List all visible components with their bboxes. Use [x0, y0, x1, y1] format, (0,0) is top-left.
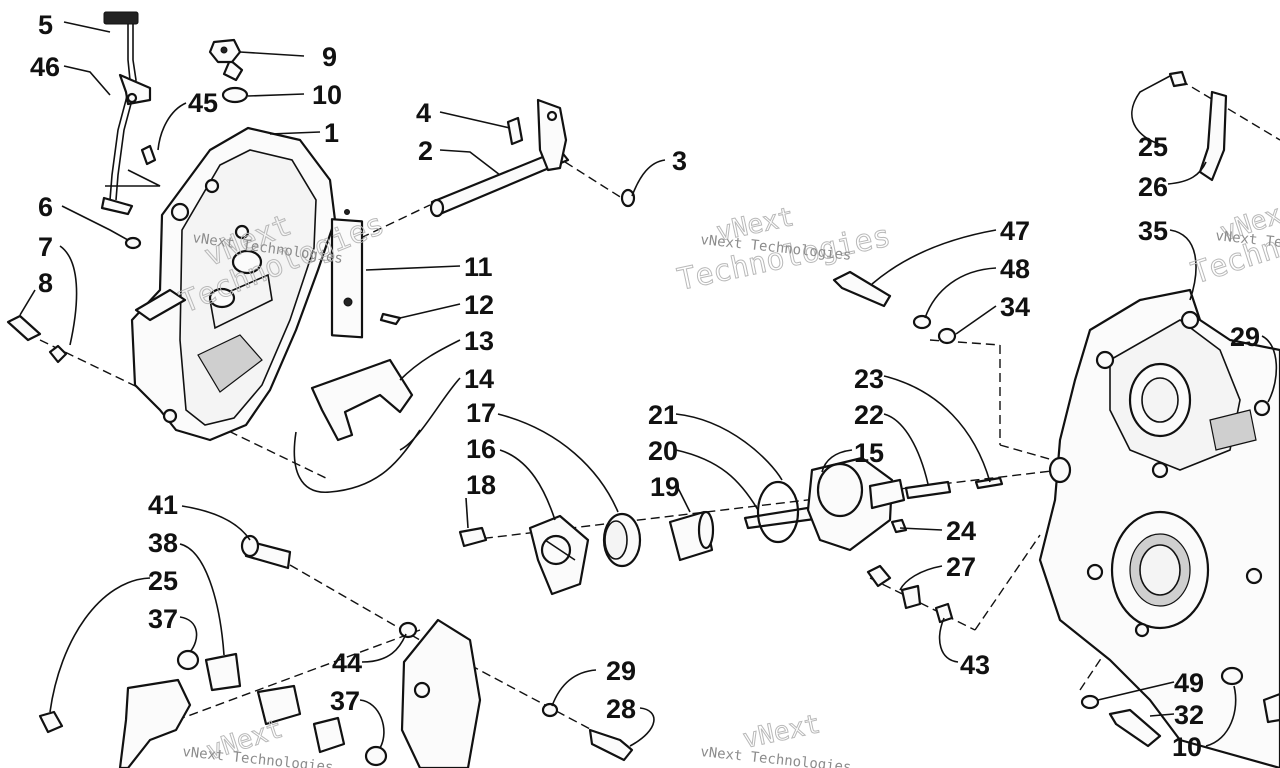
callout-25-left: 25 [148, 566, 178, 596]
callout-11: 11 [464, 252, 493, 282]
callout-25-right: 25 [1138, 132, 1168, 162]
inspection-plate [330, 209, 402, 339]
callout-34: 34 [1000, 292, 1030, 322]
callout-49: 49 [1174, 668, 1204, 698]
callout-9: 9 [322, 42, 337, 72]
callout-38: 38 [148, 528, 178, 558]
svg-text:vNext: vNext [740, 709, 823, 755]
callout-10-right: 10 [1172, 732, 1202, 762]
callout-7: 7 [38, 232, 53, 262]
callout-23: 23 [854, 364, 884, 394]
callout-24: 24 [946, 516, 976, 546]
callout-15: 15 [854, 438, 884, 468]
callout-28: 28 [606, 694, 636, 724]
callout-8: 8 [38, 268, 53, 298]
shift-shaft [429, 98, 636, 218]
callout-35: 35 [1138, 216, 1168, 246]
callout-12: 12 [464, 290, 494, 320]
callout-47: 47 [1000, 216, 1030, 246]
callout-29-right: 29 [1230, 322, 1260, 352]
callout-20: 20 [648, 436, 678, 466]
callout-labels: 5 46 9 10 45 1 4 2 3 6 7 8 11 12 13 14 1… [30, 10, 1260, 762]
dipstick-assembly [100, 11, 161, 250]
callout-46: 46 [30, 52, 60, 82]
callout-37-lower: 37 [330, 686, 360, 716]
callout-6: 6 [38, 192, 53, 222]
lower-left-parts [38, 534, 634, 768]
callout-37-left: 37 [148, 604, 178, 634]
small-bolts-left [6, 144, 157, 364]
callout-43: 43 [960, 650, 990, 680]
callout-13: 13 [464, 326, 494, 356]
callout-21: 21 [648, 400, 678, 430]
callout-26: 26 [1138, 172, 1168, 202]
callout-5: 5 [38, 10, 53, 40]
callout-10: 10 [312, 80, 342, 110]
callout-1: 1 [324, 118, 339, 148]
watermark-right: vNext Technologies [1187, 191, 1280, 292]
callout-14: 14 [464, 364, 494, 394]
callout-32: 32 [1174, 700, 1204, 730]
callout-19: 19 [650, 472, 680, 502]
callout-2: 2 [418, 136, 433, 166]
callout-22: 22 [854, 400, 884, 430]
callout-27: 27 [946, 552, 976, 582]
callout-4: 4 [416, 98, 431, 128]
callout-44: 44 [332, 648, 362, 678]
callout-48: 48 [1000, 254, 1030, 284]
fill-plug [208, 38, 249, 104]
callout-18: 18 [466, 470, 496, 500]
bolt-47 [832, 270, 957, 345]
chain-case-cover [130, 58, 337, 442]
callout-29-lower: 29 [606, 656, 636, 686]
callout-45: 45 [188, 88, 218, 118]
right-small-parts [1080, 70, 1280, 748]
leader-lines [19, 21, 1278, 749]
callout-41: 41 [148, 490, 178, 520]
callout-3: 3 [672, 146, 687, 176]
gear-case [1038, 288, 1280, 768]
chain-tensioner [293, 358, 421, 493]
callout-17: 17 [466, 398, 496, 428]
callout-16: 16 [466, 434, 496, 464]
center-shaft-parts [458, 456, 1004, 624]
watermark-bottom-center: vNext [740, 709, 824, 756]
